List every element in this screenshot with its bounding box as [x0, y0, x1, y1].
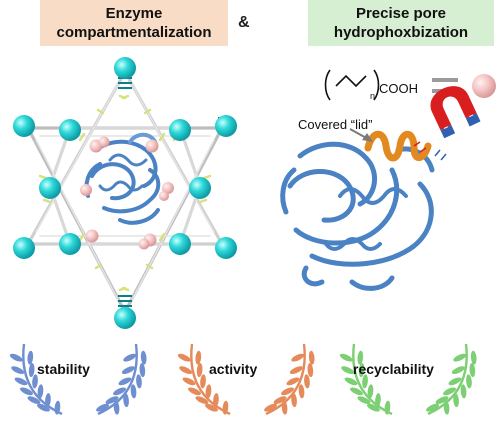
fatty-acid-formula: [324, 69, 380, 101]
mof-framework: [25, 68, 225, 316]
laurel-wreaths: [9, 343, 477, 416]
magnet-icon: [430, 86, 481, 139]
pore-hydrophobization-label: Precise pore hydrophoxbization: [308, 0, 494, 46]
laurel-wreath-icon: [339, 343, 477, 416]
magnet-force-lines: [413, 141, 427, 153]
encapsulated-enzyme: [84, 132, 161, 225]
award-recyclability-label: recyclability: [353, 361, 434, 377]
free-enzyme: [280, 141, 435, 291]
laurel-wreath-icon: [9, 343, 147, 416]
right-label-line1: Precise pore: [355, 5, 447, 22]
left-label-line1: Enzyme: [105, 5, 163, 22]
laurel-wreath-icon: [177, 343, 315, 416]
ligand-ball-icon: [472, 74, 496, 98]
right-label-line2: hydrophoxbization: [333, 24, 469, 41]
formula-cooh: COOH: [379, 81, 418, 96]
enzyme-compartmentalization-label: Enzyme compartmentalization: [40, 0, 228, 46]
award-stability-label: stability: [37, 361, 90, 377]
covered-lid-label: Covered “lid”: [298, 117, 373, 132]
pore-ligands: [80, 136, 174, 250]
helix-lid: [364, 130, 432, 162]
left-label-line2: compartmentalization: [56, 24, 212, 41]
ampersand: &: [238, 14, 250, 31]
award-activity-label: activity: [209, 361, 258, 377]
formula-subscript: n: [370, 91, 376, 101]
lid-arrow: [349, 128, 373, 142]
metal-nodes: [13, 57, 237, 329]
